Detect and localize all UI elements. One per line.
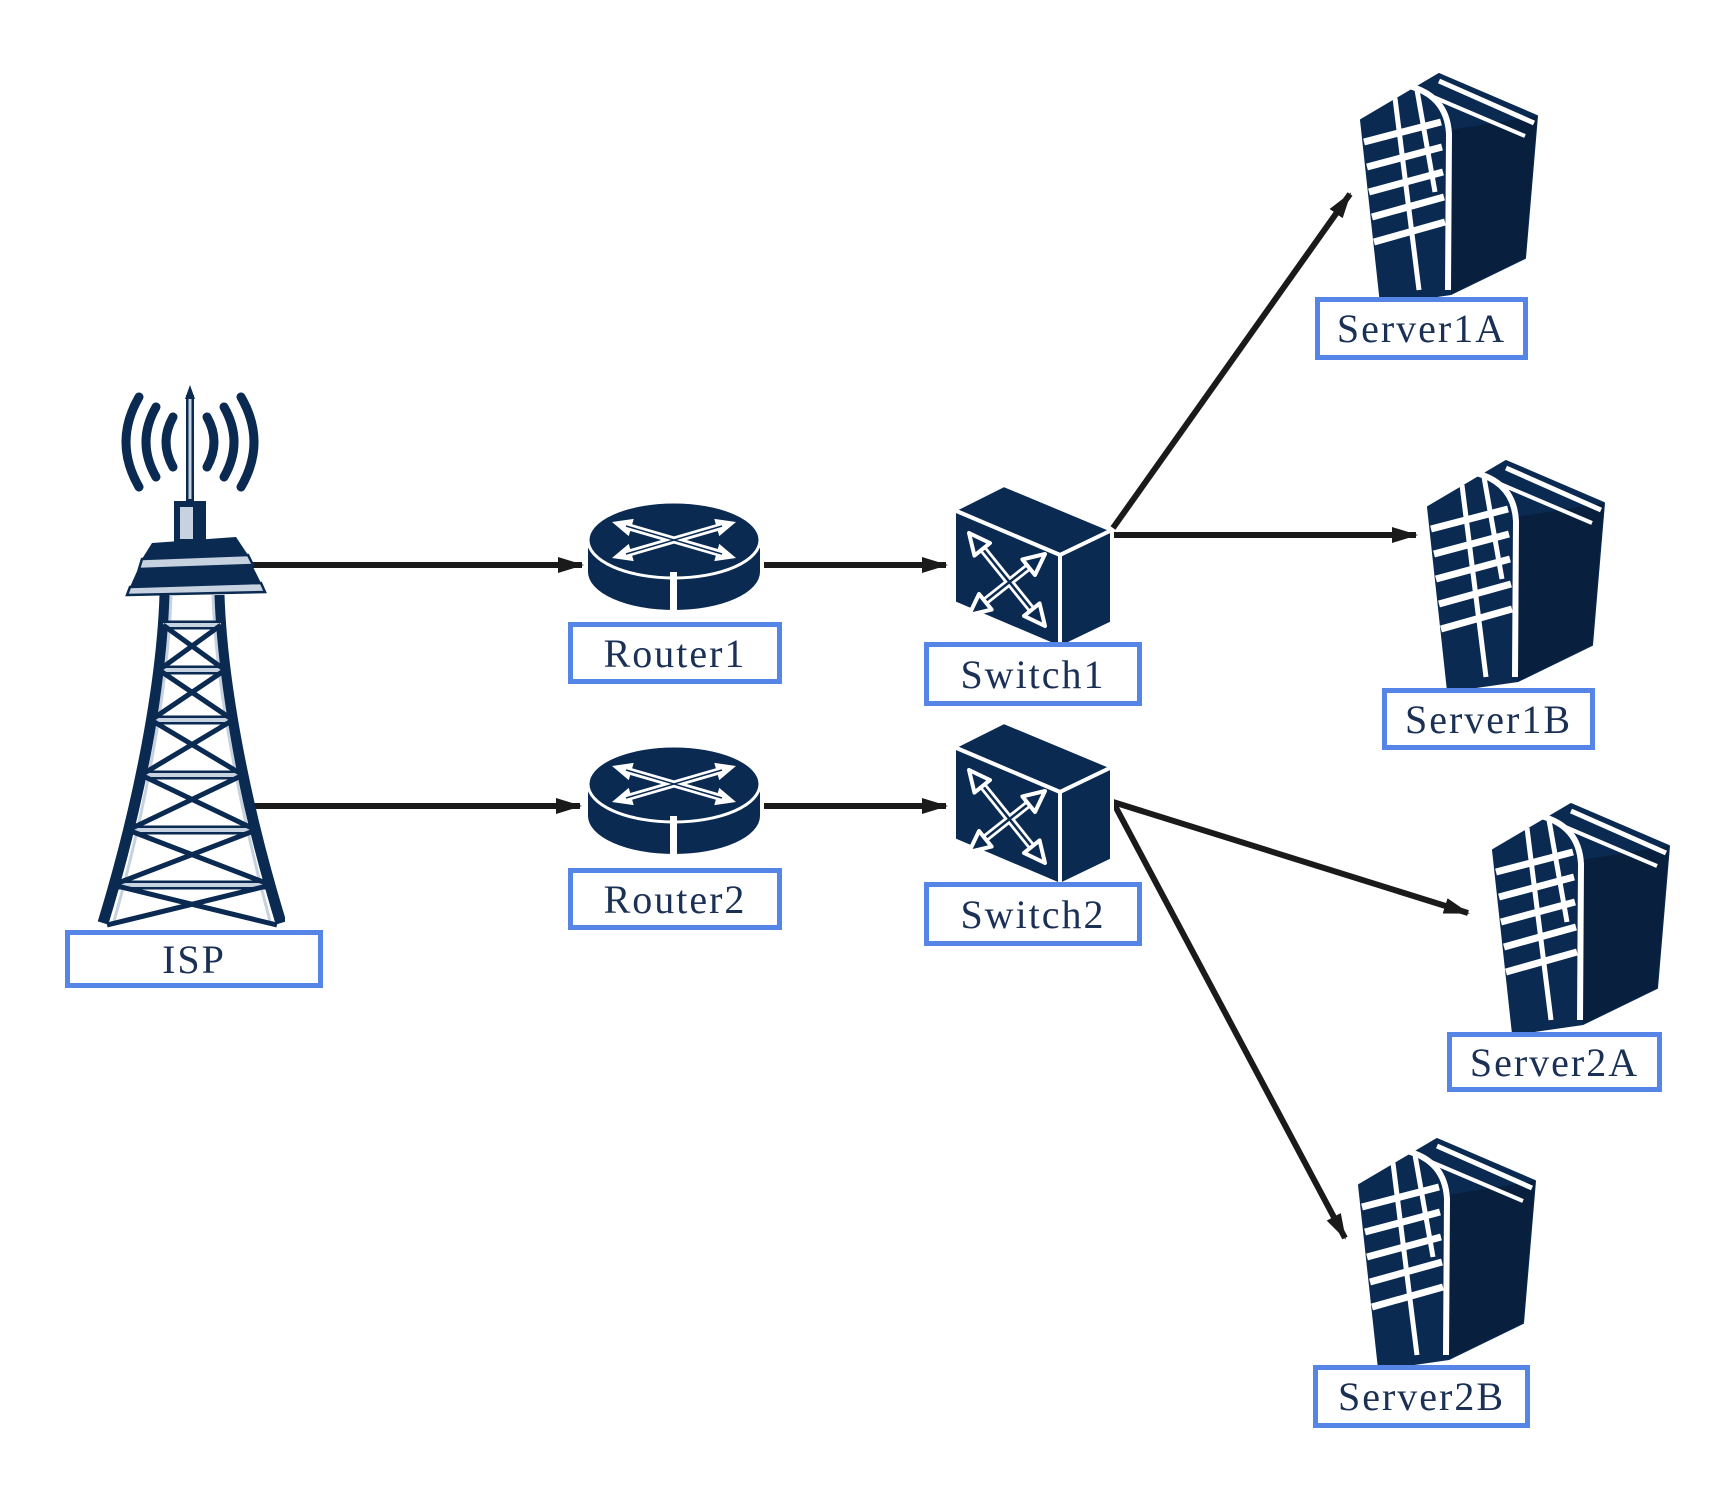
label-server1b: Server1B [1382, 688, 1595, 750]
edge-switch2-server2b [1110, 800, 1348, 1240]
switch1-icon [952, 485, 1114, 650]
server1b-icon [1422, 455, 1612, 692]
label-switch1: Switch1 [924, 642, 1142, 706]
server2b-icon [1353, 1133, 1543, 1370]
server1a-icon [1355, 68, 1545, 305]
switch2-icon [952, 722, 1114, 887]
edge-switch2-server2a [1112, 799, 1470, 916]
label-server2a: Server2A [1447, 1032, 1662, 1092]
router2-icon [586, 744, 762, 862]
label-server1a: Server1A [1315, 297, 1528, 360]
label-server2b: Server2B [1313, 1365, 1530, 1428]
label-switch2: Switch2 [924, 882, 1142, 946]
server2a-icon [1487, 798, 1677, 1035]
label-router1: Router1 [568, 622, 782, 684]
label-isp: ISP [65, 930, 323, 988]
router1-icon [586, 500, 762, 618]
antenna-tower-icon [95, 385, 285, 930]
label-router2: Router2 [568, 868, 782, 930]
edge-switch1-server1a [1110, 192, 1353, 530]
